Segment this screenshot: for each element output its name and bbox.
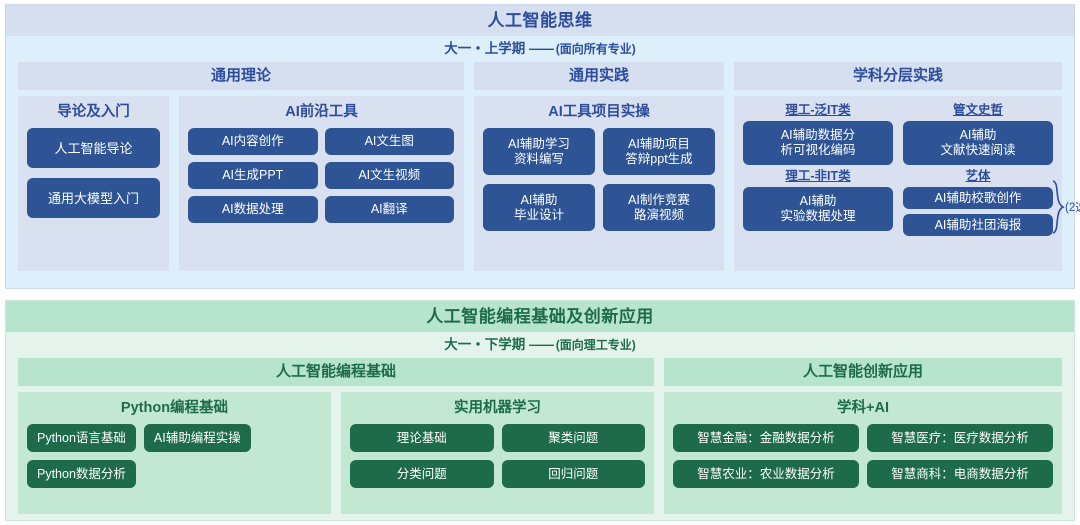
group-ai-tool-projects: AI工具项目实操 AI辅助学习资料编写 AI辅助项目答辩ppt生成 AI辅助毕业… [474,96,724,271]
columns-ai-programming: 人工智能编程基础 Python编程基础 Python语言基础 AI辅助编程实操 … [6,358,1074,514]
choose-one-label: (2选1) [1065,202,1080,214]
chip-course[interactable]: AI辅助校歌创作 [903,187,1053,209]
group-discipline-layers: 理工-泛IT类 AI辅助数据分析可视化编码 管文史哲 AI辅助文献快速阅读 理工… [734,96,1080,271]
chip-course[interactable]: AI辅助学习资料编写 [483,128,595,175]
discipline-label: 艺体 [965,169,991,183]
columns-ai-thinking: 通用理论 导论及入门 人工智能导论 通用大模型入门 AI前沿工具 AI内容创作 … [6,62,1080,271]
group-practical-ml: 实用机器学习 理论基础 聚类问题 分类问题 回归问题 [341,392,654,514]
column-head-general-theory: 通用理论 [18,62,464,90]
column-programming-basics: 人工智能编程基础 Python编程基础 Python语言基础 AI辅助编程实操 … [18,358,654,514]
chip-course[interactable]: AI辅助实验数据处理 [743,187,893,231]
chip-course[interactable]: AI辅助项目答辩ppt生成 [603,128,715,175]
scope-label: (面向所有专业) [555,42,636,56]
choose-one-annotation: (2选1) [1051,180,1080,234]
chip-course[interactable]: 智慧金融：金融数据分析 [673,424,859,452]
term-label: 大一・下学期 [444,337,526,352]
column-head-general-practice: 通用实践 [474,62,724,90]
dash-separator: —— [529,337,554,352]
chip-course[interactable]: AI内容创作 [188,128,318,155]
chip-course[interactable]: AI辅助文献快速阅读 [903,121,1053,165]
section-subtitle-ai-programming: 大一・下学期 —— (面向理工专业) [6,332,1074,358]
chip-course[interactable]: AI制作竞赛路演视频 [603,184,715,231]
dash-separator: —— [529,41,554,56]
chip-course[interactable]: AI翻译 [324,196,454,223]
chip-course[interactable]: AI文生视频 [324,162,454,189]
chip-course[interactable]: AI辅助社团海报 [903,214,1053,236]
chip-course[interactable]: 理论基础 [350,424,494,452]
column-head-innovative-applications: 人工智能创新应用 [664,358,1062,386]
discipline-cell-arts: 艺体 AI辅助校歌创作 AI辅助社团海报 (2选1) [903,169,1080,236]
chip-course[interactable]: 智慧医疗：医疗数据分析 [867,424,1053,452]
section-subtitle-ai-thinking: 大一・上学期 —— (面向所有专业) [6,36,1074,62]
chip-course[interactable]: AI文生图 [324,128,454,155]
column-general-practice: 通用实践 AI工具项目实操 AI辅助学习资料编写 AI辅助项目答辩ppt生成 A… [474,62,724,271]
column-discipline-practice: 学科分层实践 理工-泛IT类 AI辅助数据分析可视化编码 管文史哲 AI辅助文献… [734,62,1080,271]
section-title-ai-thinking: 人工智能思维 [6,5,1074,36]
group-python-basics: Python编程基础 Python语言基础 AI辅助编程实操 Python数据分… [18,392,331,514]
group-title-practical-ml: 实用机器学习 [454,400,541,416]
section-ai-programming: 人工智能编程基础及创新应用 大一・下学期 —— (面向理工专业) 人工智能编程基… [5,300,1075,521]
discipline-label: 理工-泛IT类 [785,103,851,117]
discipline-cell-it: 理工-泛IT类 AI辅助数据分析可视化编码 [743,103,893,165]
chip-course[interactable]: AI辅助数据分析可视化编码 [743,121,893,165]
group-title-discipline-plus-ai: 学科+AI [837,400,889,416]
column-general-theory: 通用理论 导论及入门 人工智能导论 通用大模型入门 AI前沿工具 AI内容创作 … [18,62,464,271]
group-ai-frontier-tools: AI前沿工具 AI内容创作 AI文生图 AI生成PPT AI文生视频 AI数据处… [179,96,464,271]
chip-course[interactable]: AI辅助毕业设计 [483,184,595,231]
chip-course[interactable]: 通用大模型入门 [27,178,160,218]
discipline-cell-non-it: 理工-非IT类 AI辅助实验数据处理 [743,169,893,236]
term-label: 大一・上学期 [444,41,526,56]
group-introduction: 导论及入门 人工智能导论 通用大模型入门 [18,96,169,271]
column-head-discipline-practice: 学科分层实践 [734,62,1062,90]
chip-course[interactable]: AI辅助编程实操 [143,424,251,452]
group-title-python-basics: Python编程基础 [120,400,229,416]
group-title-introduction: 导论及入门 [57,104,130,120]
discipline-cell-humanities: 管文史哲 AI辅助文献快速阅读 [903,103,1053,165]
section-ai-thinking: 人工智能思维 大一・上学期 —— (面向所有专业) 通用理论 导论及入门 人工智… [5,4,1080,289]
chip-course[interactable]: Python数据分析 [27,460,136,488]
discipline-label: 理工-非IT类 [785,169,851,183]
chip-course[interactable]: Python语言基础 [27,424,136,452]
chip-course[interactable]: 分类问题 [350,460,494,488]
chip-course[interactable]: 人工智能导论 [27,128,160,168]
group-discipline-plus-ai: 学科+AI 智慧金融：金融数据分析 智慧医疗：医疗数据分析 智慧农业：农业数据分… [664,392,1062,514]
chip-course[interactable]: AI数据处理 [188,196,318,223]
curly-brace-icon [1051,180,1065,234]
column-head-programming-basics: 人工智能编程基础 [18,358,654,386]
discipline-label: 管文史哲 [952,103,1003,117]
group-title-ai-frontier-tools: AI前沿工具 [285,104,358,120]
chip-course[interactable]: 聚类问题 [501,424,645,452]
chip-course[interactable]: 回归问题 [501,460,645,488]
section-title-ai-programming: 人工智能编程基础及创新应用 [6,301,1074,332]
chip-course[interactable]: 智慧商科：电商数据分析 [867,460,1053,488]
scope-label: (面向理工专业) [555,338,636,352]
group-title-ai-tool-projects: AI工具项目实操 [548,104,650,120]
column-innovative-applications: 人工智能创新应用 学科+AI 智慧金融：金融数据分析 智慧医疗：医疗数据分析 智… [664,358,1062,514]
chip-course[interactable]: 智慧农业：农业数据分析 [673,460,859,488]
chip-course[interactable]: AI生成PPT [188,162,318,189]
